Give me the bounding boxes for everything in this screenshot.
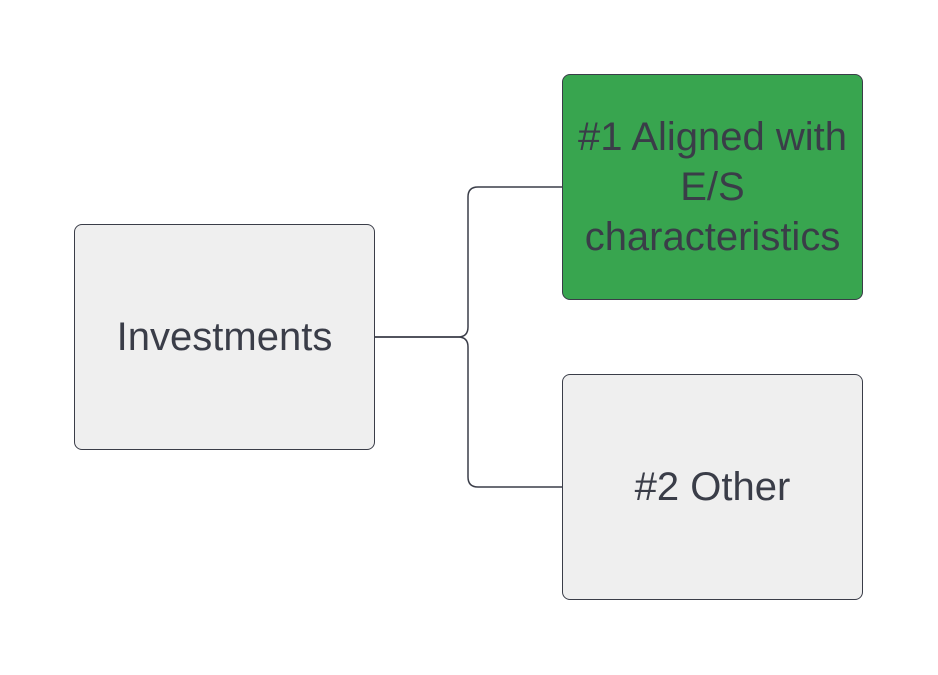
other-label: #2 Other <box>634 465 791 509</box>
aligned-es-characteristics-label: #1 Aligned with E/S characteristics <box>577 115 848 259</box>
aligned-es-characteristics-node: #1 Aligned with E/S characteristics <box>562 74 863 300</box>
connector-root-to-aligned <box>375 186 562 338</box>
other-node: #2 Other <box>562 374 863 600</box>
connector-root-to-other <box>375 336 562 488</box>
investments-label: Investments <box>116 315 333 359</box>
investments-node: Investments <box>74 224 375 450</box>
